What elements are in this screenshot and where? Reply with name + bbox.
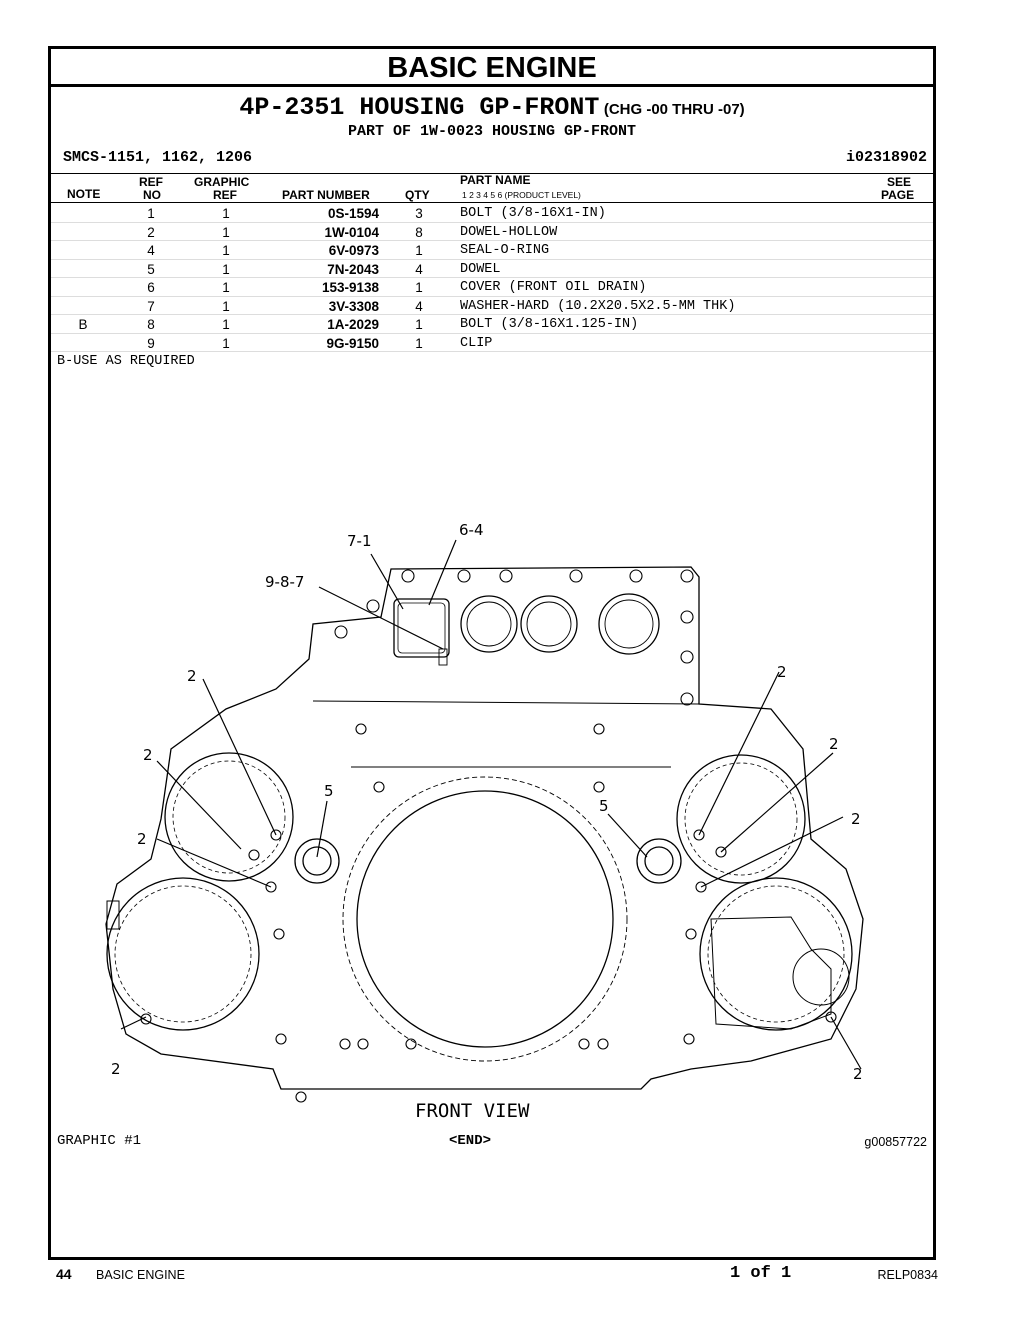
row-part-number: 3V-3308 — [328, 298, 379, 314]
row-part-number: 0S-1594 — [327, 206, 379, 221]
row-qty: 4 — [415, 261, 423, 277]
bolt-holes — [140, 569, 837, 1103]
callout-5: 5 — [324, 782, 334, 800]
row-ref: 9 — [147, 335, 155, 351]
callout-7-1: 7-1 — [347, 532, 372, 550]
row-part-name: COVER (FRONT OIL DRAIN) — [460, 280, 647, 295]
table-row: B 8 1 1A-2029 1 BOLT (3/8-16X1.125-IN) — [51, 315, 933, 334]
row-part-number: 6V-0973 — [328, 243, 379, 258]
row-part-name: WASHER-HARD (10.2X20.5X2.5-MM THK) — [460, 298, 736, 314]
graphic-label: GRAPHIC #1 — [57, 1133, 142, 1149]
row-part-name: DOWEL-HOLLOW — [460, 224, 558, 240]
row-qty: 1 — [415, 317, 423, 332]
header-see-top: SEE — [887, 175, 912, 189]
page-frame: BASIC ENGINE 4P-2351 HOUSING GP-FRONT (C… — [48, 46, 936, 1260]
table-row: 2 1 1W-0104 8 DOWEL-HOLLOW — [51, 223, 933, 241]
row-part-name: SEAL-O-RING — [460, 243, 550, 258]
row-graphic-ref: 1 — [222, 224, 230, 240]
row-graphic-ref: 1 — [222, 261, 230, 277]
header-ref-top: REF — [139, 175, 163, 189]
table-footnote: B-USE AS REQUIRED — [57, 354, 195, 369]
table-row: 6 1 153-9138 1 COVER (FRONT OIL DRAIN) — [51, 278, 933, 297]
row-qty: 1 — [415, 335, 423, 351]
callout-2: 2 — [853, 1065, 863, 1083]
callout-9-8-7: 9-8-7 — [265, 573, 304, 591]
front-housing-drawing: 7-1 6-4 9-8-7 2 2 2 2 5 5 2 2 2 2 FRONT … — [105, 521, 864, 1122]
row-ref: 8 — [147, 317, 155, 332]
row-part-number: 1A-2029 — [327, 317, 379, 332]
table-row: 5 1 7N-2043 4 DOWEL — [51, 260, 933, 278]
serial-range: (CHG -00 THRU -07) — [603, 101, 745, 118]
part-of-line: PART OF 1W-0023 HOUSING GP-FRONT — [347, 123, 637, 140]
group-name: 4P-2351 HOUSING GP-FRONT — [239, 93, 600, 122]
table-header: NOTE REF NO GRAPHIC REF PART NUMBER QTY … — [51, 173, 933, 203]
row-part-name: DOWEL — [460, 261, 501, 277]
table-row: 9 1 9G-9150 1 CLIP — [51, 334, 933, 352]
callout-2: 2 — [777, 663, 787, 681]
header-graphic-bottom: REF — [213, 188, 237, 202]
section-name: BASIC ENGINE — [96, 1268, 185, 1282]
row-ref: 6 — [147, 280, 155, 295]
row-ref: 2 — [147, 224, 155, 240]
row-ref: 4 — [147, 243, 155, 258]
header-part-name: PART NAME — [460, 173, 531, 187]
row-graphic-ref: 1 — [222, 335, 230, 351]
row-part-number: 7N-2043 — [327, 261, 379, 277]
row-graphic-ref: 1 — [222, 298, 230, 314]
table-row: 1 1 0S-1594 3 BOLT (3/8-16X1-IN) — [51, 204, 933, 223]
row-part-number: 9G-9150 — [326, 335, 379, 351]
header-ref-bottom: NO — [143, 188, 161, 202]
row-ref: 7 — [147, 298, 155, 314]
row-part-number: 153-9138 — [321, 280, 379, 295]
callout-2: 2 — [111, 1060, 121, 1078]
page-of: 1 of 1 — [730, 1264, 792, 1283]
group-title: 4P-2351 HOUSING GP-FRONT (CHG -00 THRU -… — [51, 93, 933, 123]
row-qty: 1 — [415, 280, 423, 295]
housing-outline — [105, 566, 864, 1090]
callout-6-4: 6-4 — [459, 521, 484, 539]
row-ref: 5 — [147, 261, 155, 277]
row-qty: 3 — [415, 206, 423, 221]
parts-table: 1 1 0S-1594 3 BOLT (3/8-16X1-IN) 2 1 1W-… — [51, 204, 933, 352]
header-product-levels: 1 2 3 4 5 6 (PRODUCT LEVEL) — [462, 190, 581, 200]
header-qty: QTY — [405, 188, 430, 202]
table-row: 7 1 3V-3308 4 WASHER-HARD (10.2X20.5X2.5… — [51, 297, 933, 315]
header-graphic-top: GRAPHIC — [194, 175, 250, 189]
document-id: i02318902 — [845, 149, 927, 166]
row-graphic-ref: 1 — [222, 280, 230, 295]
callout-labels: 7-1 6-4 9-8-7 2 2 2 2 5 5 2 2 2 2 FRONT … — [111, 521, 863, 1122]
callout-2: 2 — [137, 830, 147, 848]
row-graphic-ref: 1 — [222, 206, 230, 221]
row-qty: 1 — [415, 243, 423, 258]
callout-2: 2 — [851, 810, 861, 828]
row-graphic-ref: 1 — [222, 243, 230, 258]
callout-2: 2 — [829, 735, 839, 753]
callout-2: 2 — [143, 746, 153, 764]
row-part-number: 1W-0104 — [324, 224, 379, 240]
callout-2: 2 — [187, 667, 197, 685]
callout-5: 5 — [599, 797, 609, 815]
row-part-name: CLIP — [460, 335, 493, 351]
page-title: BASIC ENGINE — [51, 49, 933, 87]
row-qty: 4 — [415, 298, 423, 314]
header-see-bottom: PAGE — [881, 188, 915, 202]
row-qty: 8 — [415, 224, 423, 240]
header-note: NOTE — [67, 187, 101, 201]
row-note: B — [78, 317, 88, 332]
page-number: 44 — [56, 1266, 72, 1282]
table-row: 4 1 6V-0973 1 SEAL-O-RING — [51, 241, 933, 260]
smcs-codes: SMCS-1151, 1162, 1206 — [63, 149, 253, 166]
row-part-name: BOLT (3/8-16X1-IN) — [460, 206, 606, 221]
view-label: FRONT VIEW — [415, 1100, 530, 1122]
row-graphic-ref: 1 — [222, 317, 230, 332]
leader-lines — [120, 539, 862, 1070]
row-ref: 1 — [147, 206, 155, 221]
row-part-name: BOLT (3/8-16X1.125-IN) — [460, 317, 639, 332]
publication-id: RELP0834 — [877, 1268, 938, 1282]
end-marker: <END> — [449, 1133, 492, 1149]
header-part-number: PART NUMBER — [282, 188, 370, 202]
graphic-id: g00857722 — [864, 1135, 927, 1149]
